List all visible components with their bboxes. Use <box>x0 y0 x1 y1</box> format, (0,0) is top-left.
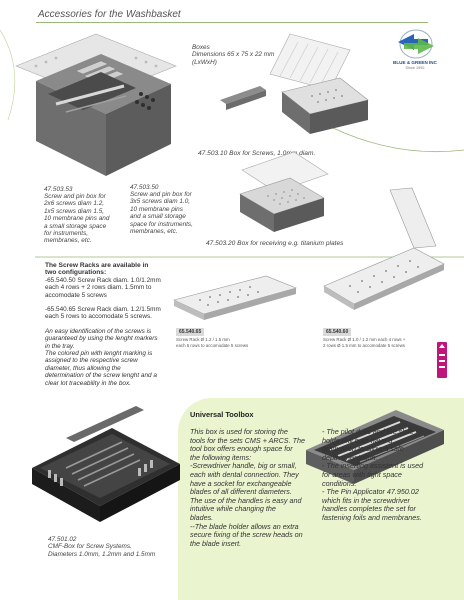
brand-name: BLUE & GREEN INC <box>393 60 437 65</box>
product-47503-10-label: 47.503.10 Box for Screws, 1.0mm diam. <box>198 150 316 157</box>
racks-note-8: clear lot traceability in the box. <box>45 379 131 387</box>
screw-rack-60-image <box>323 187 445 310</box>
toolbox-description-left: This box is used for storing the tools f… <box>190 427 305 548</box>
header-divider <box>36 22 428 23</box>
plate-box-image <box>239 151 329 232</box>
product-47503-50-desc: Screw and pin box for 3x5 screws diam 1.… <box>130 191 193 236</box>
racks-note-3: in the tray. <box>45 342 75 350</box>
product-47503-53-desc: Screw and pin box for 2x6 screws diam 1.… <box>44 193 110 245</box>
rack-60-code: 65.540.60 <box>323 328 352 336</box>
racks-note-6: diameter, thus allowing the <box>45 364 121 372</box>
screw-box-image <box>220 33 369 134</box>
racks-note-4: The colored pin with lenght marking is <box>45 350 153 358</box>
boxes-dimensions-label: Boxes Dimensions 65 x 75 x 22 mm (LxWxH) <box>192 44 275 66</box>
universal-toolbox-image <box>306 410 444 484</box>
racks-heading-2: two configurations: <box>45 269 107 277</box>
racks-config-2-line-2: each 5 rows to accomodate 5 screws. <box>45 313 152 321</box>
screw-rack-65-image <box>173 275 297 320</box>
cmf-box-image <box>32 406 180 522</box>
product-47503-20-label: 47.503.20 Box for receiving e.g. titaniu… <box>206 240 344 247</box>
page-header-title: Accessories for the Washbasket <box>38 9 181 20</box>
brand-logo <box>398 29 434 59</box>
side-crown-mark <box>437 342 447 378</box>
brand-tagline: Since 1992 <box>405 66 425 70</box>
racks-config-1-line-2: each 4 rows + 2 rows diam. 1.5mm to <box>45 284 152 292</box>
racks-note-7: determination of the screw lenght and a <box>45 372 157 380</box>
racks-config-1-line-1: -65.540.50 Screw Rack diam. 1.0/1.2mm <box>45 276 161 284</box>
racks-heading-1: The Screw Racks are available in <box>45 262 149 269</box>
racks-config-1-line-3: accomodate 5 screws <box>45 291 107 299</box>
product-47503-50-code: 47.503.50 <box>130 184 159 191</box>
rack-65-desc: Screw Rack Ø 1.2 / 1.5 mm each 5 rows to… <box>176 337 249 348</box>
product-47503-53-code: 47.503.53 <box>44 186 73 193</box>
racks-note-2: guaranteed by using the lenght markers <box>45 335 158 343</box>
rack-65-code: 65.540.65 <box>176 328 205 336</box>
washbasket-tray-image <box>15 33 177 176</box>
racks-note-5: assigned to the respective screw <box>45 357 138 365</box>
screw-racks-text: The Screw Racks are available in two con… <box>45 262 175 387</box>
rack-60-desc: Screw Rack Ø 1.0 / 1.2 mm each 4 rows + … <box>323 337 406 348</box>
toolbox-description-right: - The pilot drills and the slide holde d… <box>322 427 424 522</box>
toolbox-title: Universal Toolbox <box>190 410 254 419</box>
racks-config-2-line-1: -65.540.65 Screw Rack diam. 1.2/1.5mm <box>45 306 161 314</box>
racks-note-1: An easy identification of the screws is <box>45 327 152 335</box>
decor-line-left <box>0 29 16 121</box>
cmf-box-caption: 47.501.02 CMF-Box for Screw Systems. Dia… <box>48 536 156 558</box>
